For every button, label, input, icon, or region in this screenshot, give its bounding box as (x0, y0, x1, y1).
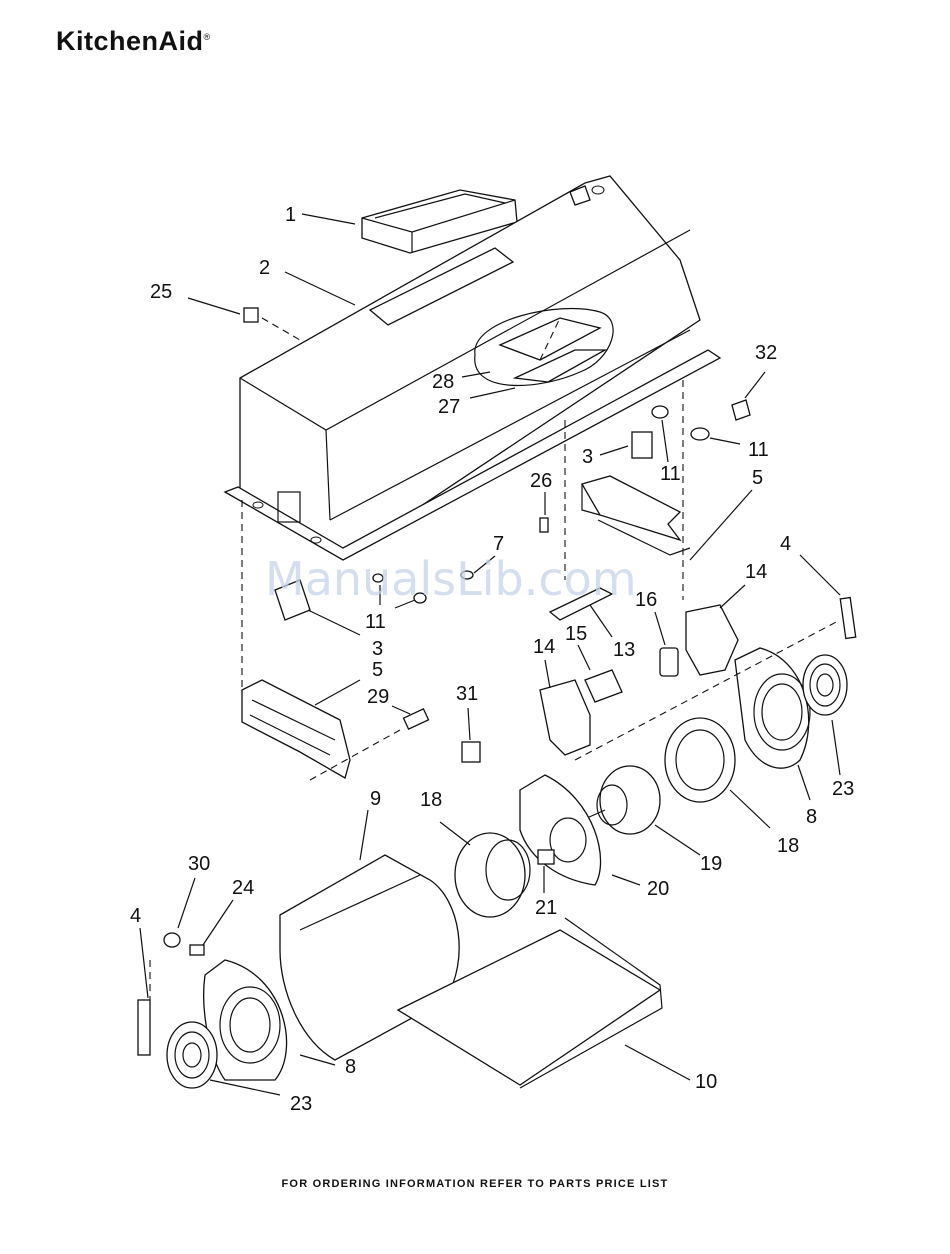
part-inlet-guard-right (803, 655, 847, 715)
callout-4b: 4 (130, 905, 141, 927)
callout-24: 24 (232, 877, 254, 899)
callout-11c: 11 (365, 611, 386, 633)
callout-1: 1 (285, 204, 296, 226)
callout-26: 26 (530, 470, 552, 492)
callout-29: 29 (367, 686, 389, 708)
callout-25: 25 (150, 281, 172, 303)
part-bolt-left (190, 945, 204, 955)
callout-3b: 3 (372, 638, 383, 660)
part-motor-bracket-right (686, 605, 738, 675)
part-hub-nut (538, 850, 554, 864)
callout-30: 30 (188, 853, 210, 875)
callout-11a: 11 (748, 439, 769, 461)
part-capacitor (660, 648, 678, 676)
part-blower-wheel-right (665, 718, 735, 802)
part-grommet (244, 308, 258, 322)
callout-13: 13 (613, 639, 635, 661)
callout-11b: 11 (660, 463, 681, 485)
part-block (462, 742, 480, 762)
part-blower-housing-right (735, 648, 810, 768)
part-screw (540, 518, 548, 532)
callout-8b: 8 (345, 1056, 356, 1078)
callout-7: 7 (493, 533, 504, 555)
footer-note: FOR ORDERING INFORMATION REFER TO PARTS … (0, 1178, 950, 1190)
callout-3a: 3 (582, 446, 593, 468)
callout-32: 32 (755, 342, 777, 364)
part-nut-a (691, 428, 709, 440)
part-bolt (403, 709, 428, 729)
callout-20: 20 (647, 878, 669, 900)
part-motor-plate (520, 775, 601, 885)
callout-27: 27 (438, 396, 460, 418)
callout-8a: 8 (806, 806, 817, 828)
callout-23a: 23 (832, 778, 854, 800)
callout-14b: 14 (533, 636, 555, 658)
callout-2: 2 (259, 257, 270, 279)
part-washer-left (164, 933, 180, 947)
callout-10: 10 (695, 1071, 717, 1093)
callout-21: 21 (535, 897, 557, 919)
callout-19: 19 (700, 853, 722, 875)
part-switch-right (632, 432, 652, 458)
callout-16: 16 (635, 589, 657, 611)
part-terminal-block (585, 670, 622, 702)
callout-4a: 4 (780, 533, 791, 555)
callout-14a: 14 (745, 561, 767, 583)
part-inlet-guard-left (167, 1022, 217, 1088)
callout-23b: 23 (290, 1093, 312, 1115)
callout-28: 28 (432, 371, 454, 393)
part-blower-wheel-left (455, 833, 530, 917)
part-rail-right (582, 476, 690, 555)
part-motor-bracket-left (540, 680, 590, 755)
part-clip (732, 400, 750, 420)
callout-31: 31 (456, 683, 478, 705)
watermark: ManualsLib.com (265, 552, 637, 606)
callout-15: 15 (565, 623, 587, 645)
part-plate-left (138, 1000, 150, 1055)
callout-9: 9 (370, 788, 381, 810)
part-nut-b (652, 406, 668, 418)
callout-18b: 18 (777, 835, 799, 857)
callout-5a: 5 (752, 467, 763, 489)
callout-5b: 5 (372, 659, 383, 681)
part-plate-right (840, 597, 855, 638)
callout-18a: 18 (420, 789, 442, 811)
